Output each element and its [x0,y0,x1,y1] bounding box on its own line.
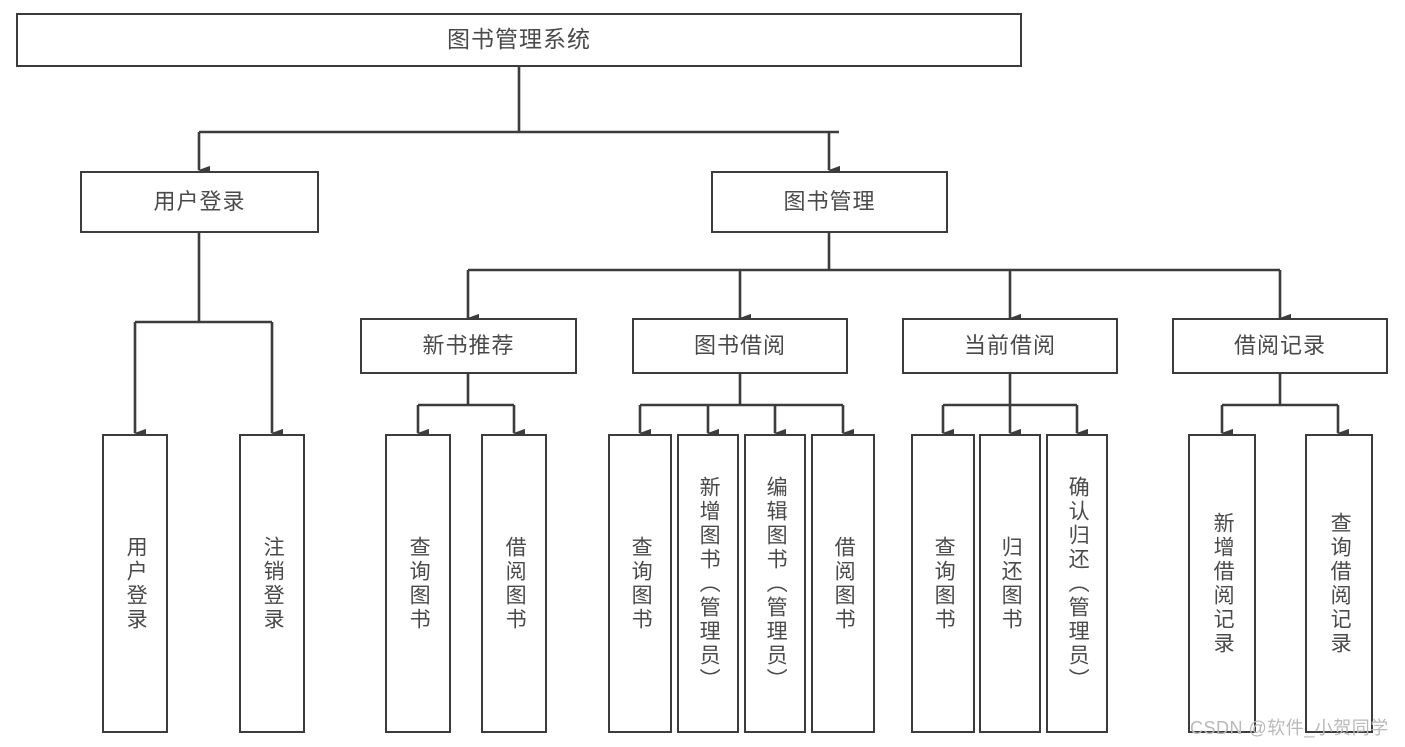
leaf-query-borrow-record[interactable]: 查询借阅记录 [1305,434,1373,733]
leaf-return-book[interactable]: 归还图书 [979,434,1041,733]
node-book-management[interactable]: 图书管理 [711,171,948,233]
leaf-user-logout[interactable]: 注销登录 [239,434,305,733]
leaf-confirm-return-admin[interactable]: 确认归还（管理员） [1046,434,1108,733]
leaf-query-book-current[interactable]: 查询图书 [911,434,975,733]
leaf-query-book-recommend[interactable]: 查询图书 [385,434,451,733]
leaf-user-login[interactable]: 用户登录 [102,434,168,733]
leaf-add-borrow-record[interactable]: 新增借阅记录 [1188,434,1256,733]
leaf-edit-book-admin[interactable]: 编辑图书（管理员） [744,434,806,733]
node-current-borrow[interactable]: 当前借阅 [902,318,1118,374]
node-user-login[interactable]: 用户登录 [80,171,319,233]
csdn-watermark: CSDN @软件_小贺同学 [1190,718,1389,738]
leaf-borrow-book[interactable]: 借阅图书 [811,434,875,733]
node-new-book-recommend[interactable]: 新书推荐 [360,318,577,374]
node-borrow-records[interactable]: 借阅记录 [1172,318,1388,374]
node-book-borrow[interactable]: 图书借阅 [632,318,848,374]
leaf-borrow-book-recommend[interactable]: 借阅图书 [481,434,547,733]
leaf-add-book-admin[interactable]: 新增图书（管理员） [677,434,739,733]
node-root-system[interactable]: 图书管理系统 [16,13,1022,67]
leaf-query-book-borrow[interactable]: 查询图书 [608,434,672,733]
